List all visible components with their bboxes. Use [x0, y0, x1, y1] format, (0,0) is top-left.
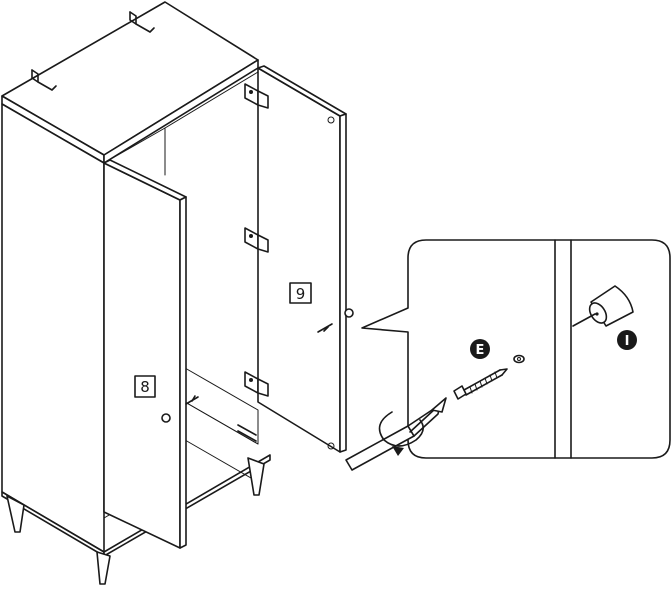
left-door-knob [161, 395, 199, 423]
hinge-bottom [244, 371, 269, 397]
badge-knob-i-text: I [625, 334, 630, 349]
badge-screw-e-text: E [476, 343, 485, 358]
screw-part [453, 354, 525, 400]
screwdriver-tool [345, 397, 447, 471]
hinge-top [244, 83, 269, 109]
right-door: 9 [257, 65, 354, 453]
rotation-arrow-icon [378, 411, 424, 456]
panel-label-9-text: 9 [296, 285, 306, 303]
right-door-knob [317, 308, 354, 333]
panel-label-9: 9 [289, 282, 312, 304]
panel-label-8: 8 [134, 375, 156, 398]
badge-knob-i: I [617, 330, 637, 350]
badge-screw-e: E [470, 339, 490, 359]
knob-part [572, 285, 634, 327]
left-door: 8 [103, 159, 199, 549]
panel-label-8-text: 8 [140, 378, 150, 396]
hinges [244, 83, 269, 397]
hinge-middle [244, 227, 269, 253]
